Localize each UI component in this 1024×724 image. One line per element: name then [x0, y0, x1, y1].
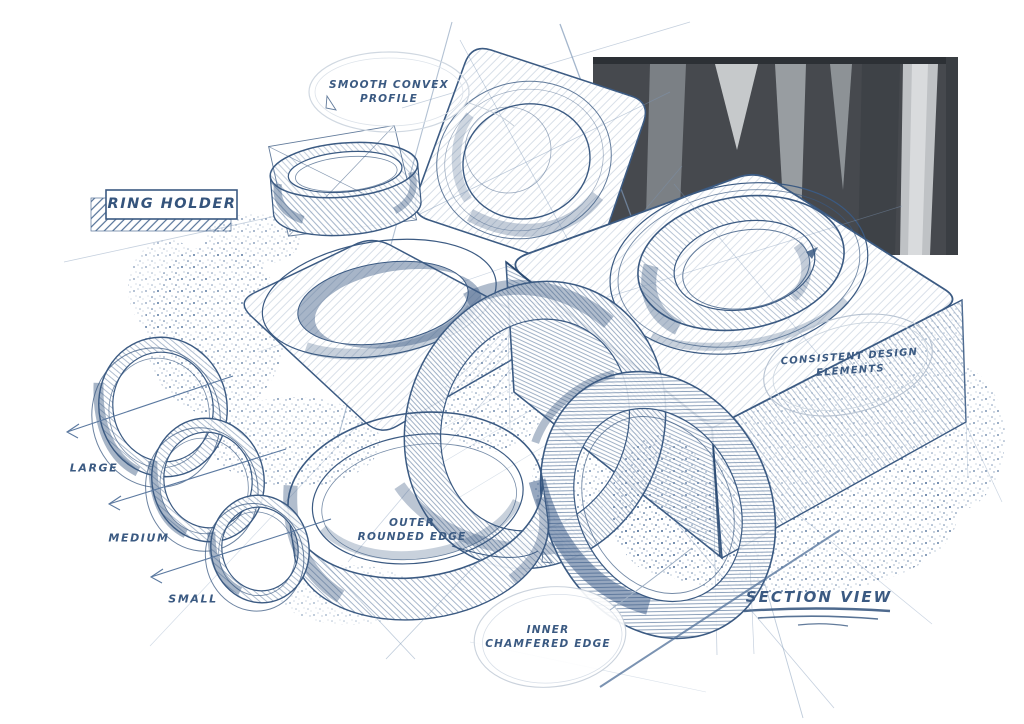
inner-edge-line1: INNER — [526, 623, 570, 636]
label-large: LARGE — [69, 461, 119, 475]
inner-edge-leader — [609, 547, 693, 611]
inner-chamfered-callout-ellipse — [473, 586, 627, 688]
standing-ring-sketch — [394, 279, 667, 570]
outer-edge-line2: ROUNDED EDGE — [357, 531, 467, 543]
small-ring-sketch — [268, 124, 422, 237]
title-block — [90, 189, 238, 232]
cursor-icon — [541, 549, 553, 564]
callout-outer-edge: OUTER ROUNDED EDGE — [358, 516, 467, 544]
bottom-ring-sketch — [283, 411, 551, 621]
size-arrows — [65, 375, 332, 584]
stipple-section-hole — [611, 435, 715, 575]
callout-inner-edge: INNER CHAMFERED EDGE — [485, 623, 611, 651]
arrow-medium-icon — [107, 448, 287, 511]
hand-arrow-icon — [806, 247, 818, 259]
label-section-view: SECTION VIEW — [745, 587, 893, 606]
label-medium: MEDIUM — [108, 531, 170, 545]
arrow-small-icon — [149, 518, 332, 584]
outer-edge-line1: OUTER — [389, 516, 435, 529]
callout-smooth-convex: SMOOTH CONVEX PROFILE — [329, 78, 449, 106]
smooth-convex-line1: SMOOTH CONVEX — [329, 78, 449, 91]
section-ring-sketch — [528, 370, 777, 640]
smooth-convex-line2: PROFILE — [359, 93, 419, 105]
arrow-large-icon — [65, 375, 234, 439]
size-rings-sketch — [91, 336, 310, 612]
outer-edge-leader — [451, 545, 539, 558]
smooth-convex-callout-ellipse — [308, 51, 515, 133]
inner-edge-line2: CHAMFERED EDGE — [485, 638, 611, 650]
page-title: RING HOLDER — [107, 196, 237, 213]
consistent-callout-ellipse — [763, 313, 933, 417]
section-view-underline — [743, 607, 891, 627]
overlay-lines — [319, 529, 841, 688]
cursor-icon — [325, 94, 337, 111]
label-small: SMALL — [168, 592, 218, 606]
